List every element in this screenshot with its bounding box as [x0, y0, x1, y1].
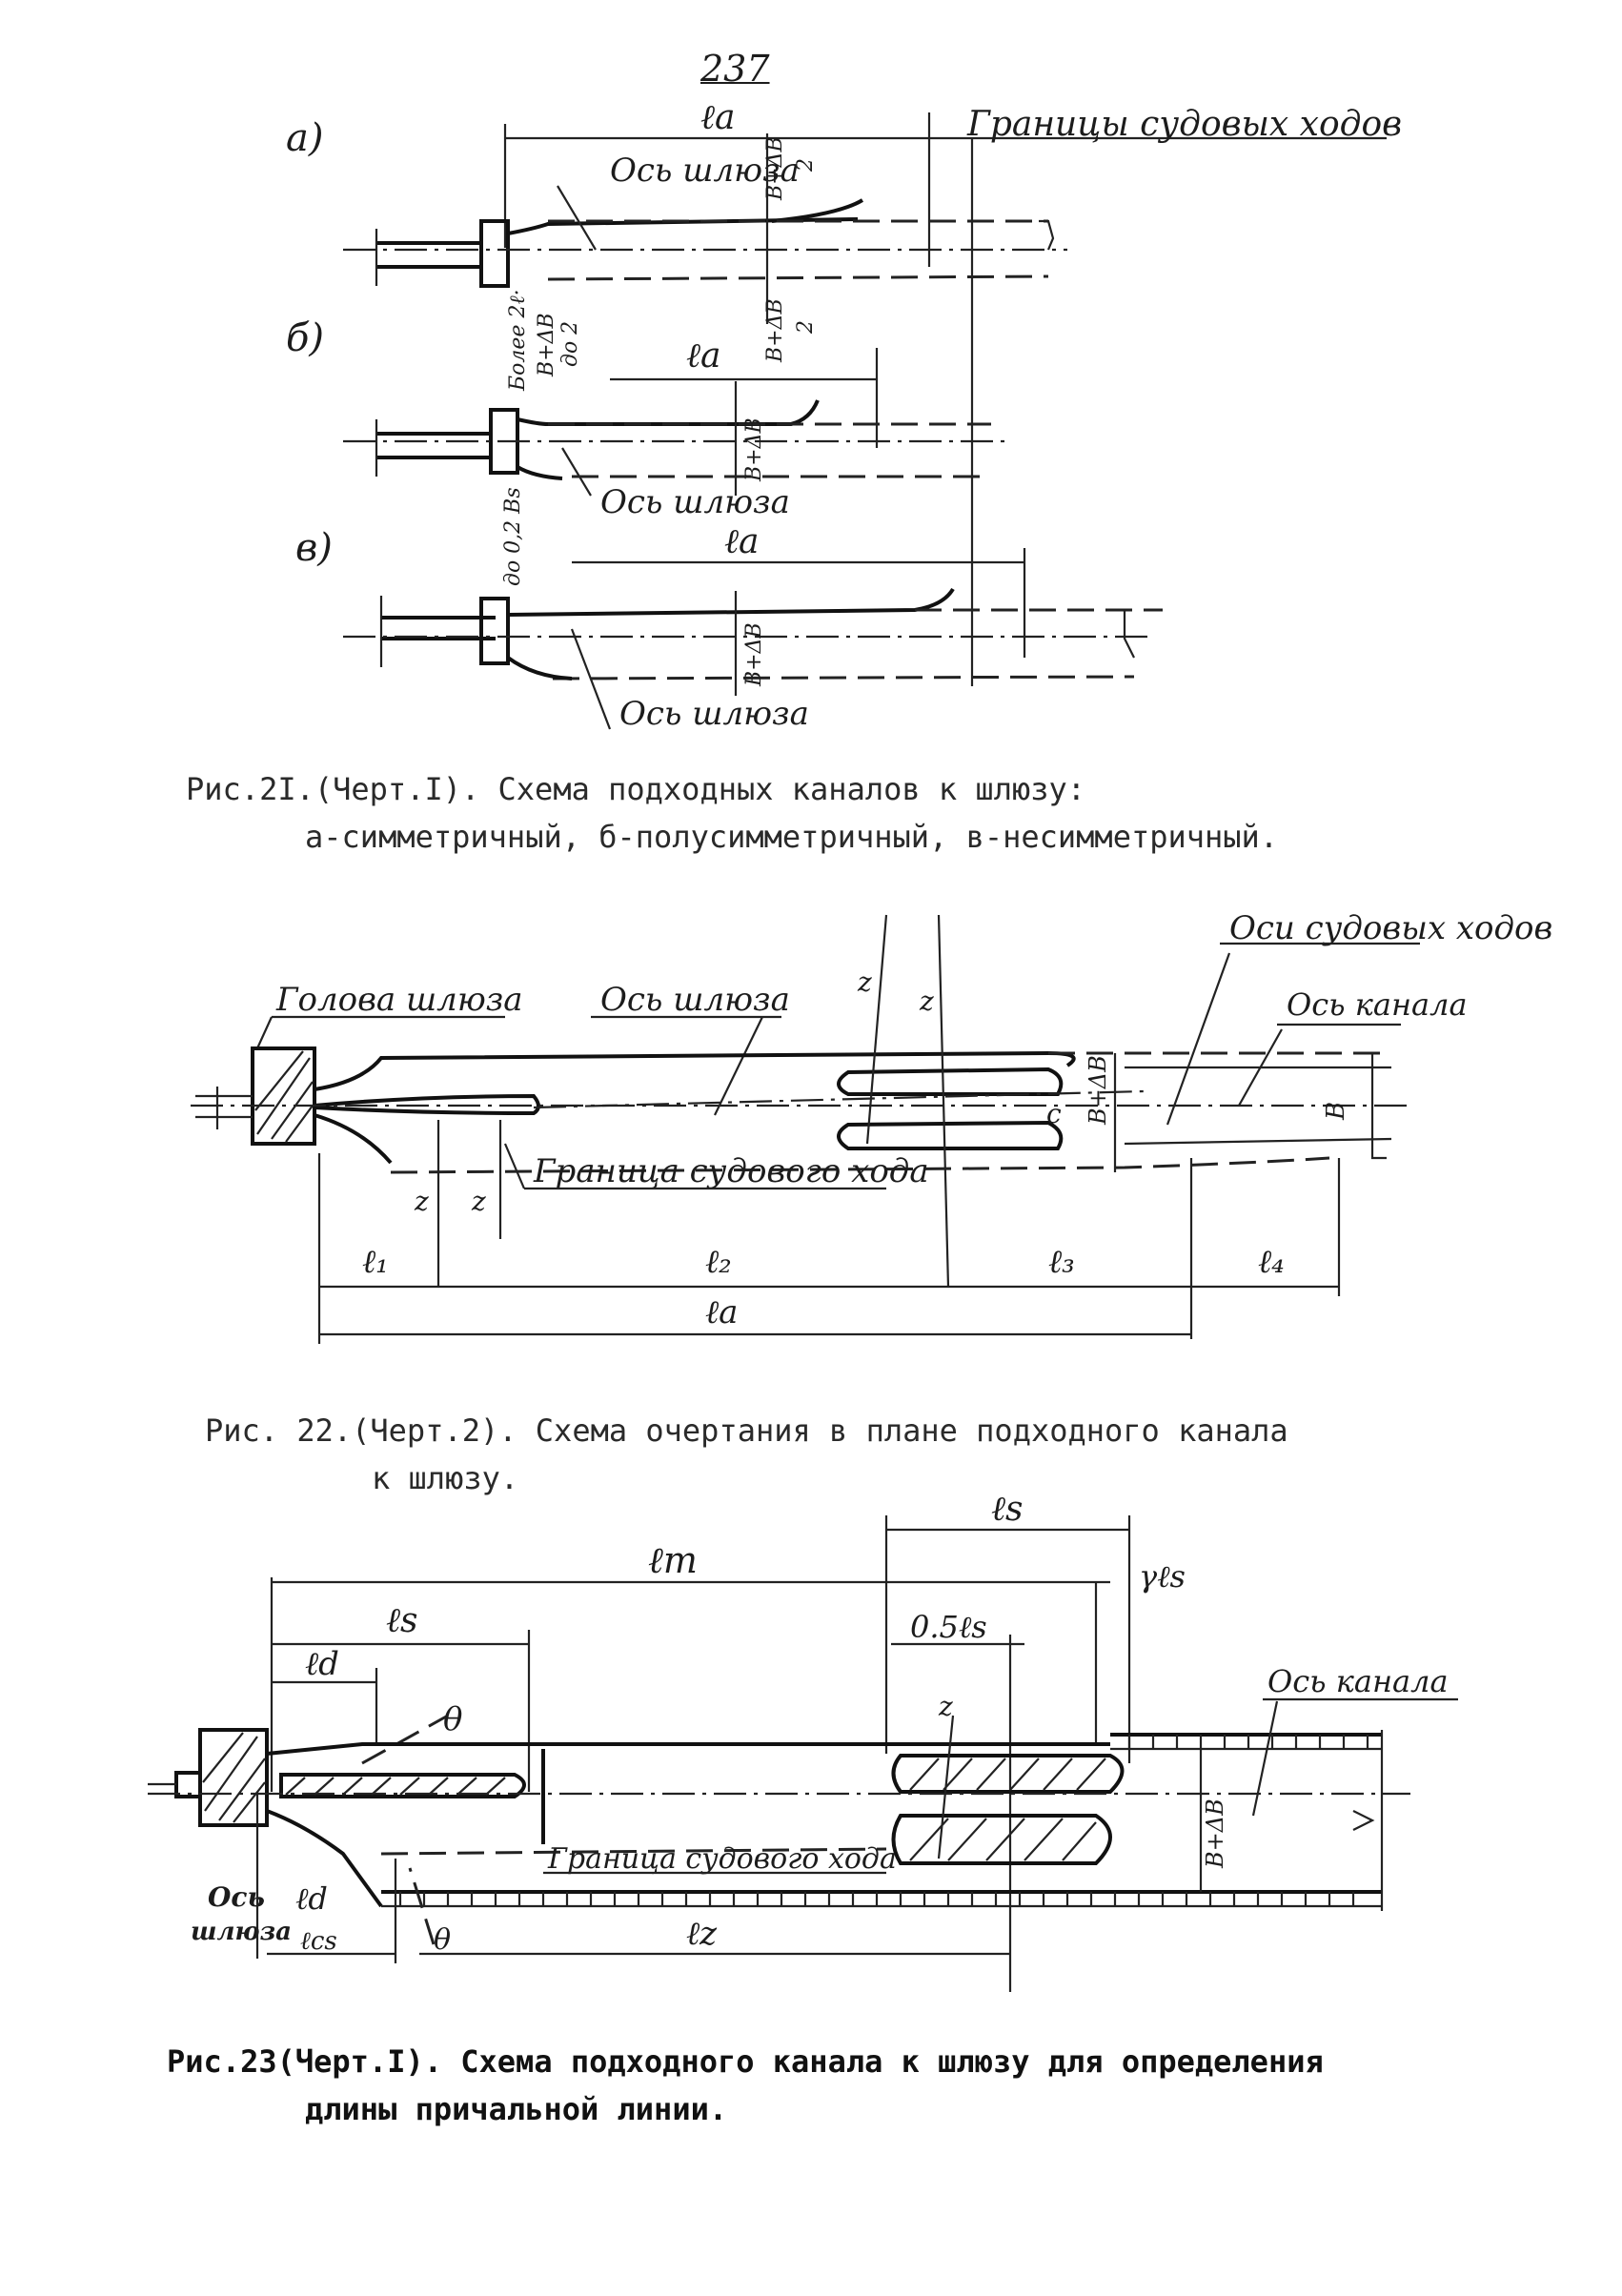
- fig22-axis-lock: Ось шлюза: [600, 981, 790, 1019]
- fig23-bdb: B+ΔB: [1202, 1798, 1228, 1869]
- fig21-halfwidth-a1: B+ΔB: [763, 136, 787, 201]
- fig22-caption-line1: Рис. 22.(Черт.2). Схема очертания в план…: [205, 1412, 1288, 1449]
- fig21-halfwidth-a2: B+ΔB: [763, 298, 787, 363]
- fig23-theta-bottom: θ: [434, 1923, 451, 1957]
- fig23-lz: ℓz: [686, 1915, 718, 1953]
- fig21-halfdiv-a2: 2: [794, 320, 818, 335]
- fig21-dim-la-v: ℓa: [724, 522, 759, 561]
- fig23-axis-channel: Ось канала: [1267, 1663, 1449, 1699]
- fig21-axis-b: Ось шлюза: [600, 483, 790, 521]
- fig21-halfdiv-a1: 2: [794, 158, 818, 173]
- fig22-bdb: B+ΔB: [1085, 1055, 1111, 1126]
- fig22-axis-channel: Ось канала: [1287, 986, 1468, 1023]
- fig23-ld-bottom: ℓd: [295, 1880, 328, 1917]
- fig23-ship-border: Граница судового хода: [547, 1842, 897, 1876]
- fig22-l3: ℓ₃: [1048, 1243, 1075, 1281]
- fig22-z4: z: [471, 1186, 486, 1217]
- fig23-axis-lock-1: Ось: [208, 1881, 265, 1913]
- fig21-border-label: Границы судовых ходов: [966, 105, 1402, 144]
- fig23-axis-lock-2: шлюза: [191, 1918, 292, 1946]
- fig23-lcs: ℓcs: [300, 1927, 337, 1956]
- fig22-z3: z: [414, 1186, 429, 1217]
- figure-21-diagram: а) б) в) ℓa Границы судовых ходов Ось шл…: [286, 98, 1402, 733]
- fig21-halfwidth-b: B+ΔB: [742, 417, 766, 482]
- fig21-caption-line2: а-симметричный, б-полусимметричный, в-не…: [305, 819, 1279, 855]
- fig22-ship-border: Граница судового хода: [533, 1152, 929, 1190]
- fig23-gamma-ls: γℓs: [1139, 1558, 1186, 1595]
- fig21-axis-v: Ось шлюза: [619, 695, 809, 733]
- figure-22-diagram: Голова шлюза Ось шлюза Оси судовых ходов…: [191, 909, 1552, 1344]
- fig23-ls-top: ℓs: [991, 1490, 1023, 1529]
- fig21-side-b2: B+ΔB: [535, 313, 558, 377]
- fig22-l2: ℓ₂: [705, 1243, 732, 1281]
- fig22-head-label: Голова шлюза: [275, 981, 523, 1019]
- fig21-halfwidth-v: B+ΔB: [742, 622, 766, 687]
- fig21-dim-la-top: ℓa: [700, 98, 735, 137]
- fig22-l1: ℓ₁: [362, 1243, 389, 1281]
- fig21-label-b: б): [286, 316, 324, 360]
- fig21-dim-la-b: ℓa: [686, 336, 720, 376]
- fig23-ls: ℓs: [386, 1601, 417, 1640]
- fig22-z1: z: [857, 966, 872, 998]
- fig23-theta-top: θ: [443, 1700, 462, 1738]
- figure-23-diagram: ℓm ℓs γℓs 0.5ℓs ℓs ℓd θ: [148, 1490, 1458, 1992]
- fig22-l4: ℓ₄: [1258, 1243, 1285, 1281]
- fig22-caption-line2: к шлюзу.: [372, 1460, 519, 1496]
- fig21-side-b1: Более 2ℓ·: [506, 289, 530, 392]
- fig23-caption-line2: длины причальной линии.: [305, 2091, 728, 2127]
- fig23-caption-line1: Рис.23(Черт.I). Схема подходного канала …: [167, 2043, 1324, 2080]
- fig22-b: B: [1322, 1102, 1350, 1121]
- fig21-caption-line1: Рис.2I.(Черт.I). Схема подходных каналов…: [186, 771, 1086, 807]
- fig23-ld: ℓd: [305, 1645, 339, 1683]
- fig22-z2: z: [919, 985, 934, 1017]
- fig23-half-ls: 0.5ℓs: [910, 1609, 987, 1645]
- fig23-z: z: [938, 1691, 953, 1722]
- fig22-la: ℓa: [705, 1293, 738, 1331]
- fig23-lm: ℓm: [648, 1539, 698, 1581]
- fig21-side-b3: до 2: [558, 321, 582, 367]
- fig21-side-v: до 0,2 Bs: [501, 487, 525, 586]
- fig22-axes-ship: Оси судовых ходов: [1229, 909, 1552, 947]
- fig21-label-v: в): [295, 526, 333, 570]
- fig22-c: c: [1046, 1098, 1062, 1129]
- fig21-label-a: а): [286, 116, 323, 160]
